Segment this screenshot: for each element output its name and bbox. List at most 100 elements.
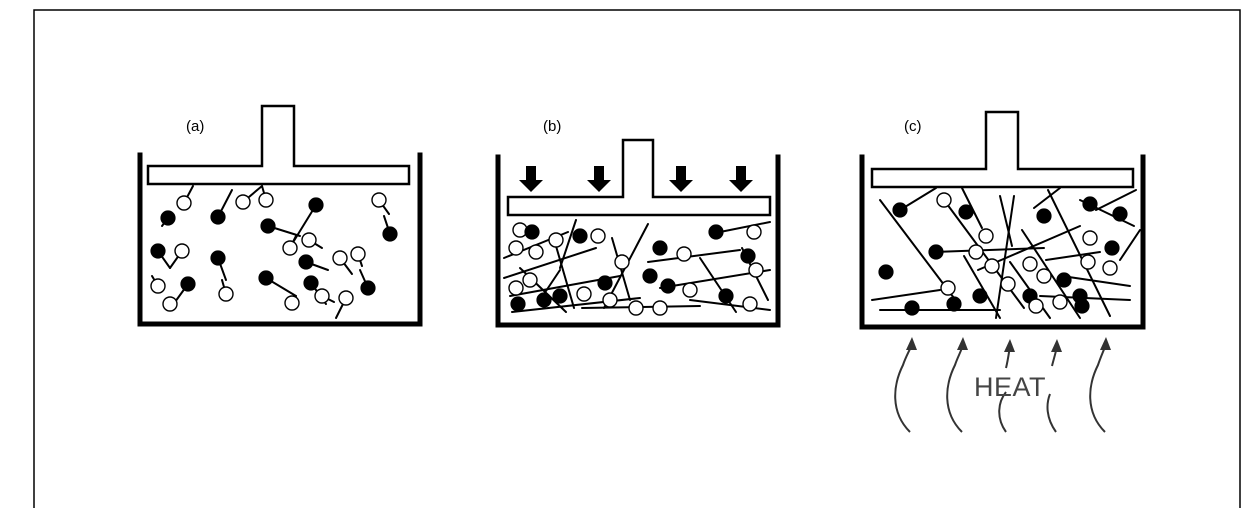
molecule-light bbox=[682, 282, 698, 298]
pressure-arrows bbox=[519, 166, 753, 192]
heat-label: HEAT bbox=[974, 372, 1046, 402]
polymer-chain bbox=[699, 257, 737, 313]
container-c bbox=[859, 154, 1146, 330]
panel-b: (b) bbox=[495, 118, 781, 328]
molecule-light bbox=[258, 192, 274, 208]
molecule-dark bbox=[946, 296, 962, 312]
molecule-light bbox=[940, 280, 956, 296]
molecule-light bbox=[508, 280, 524, 296]
polymer-chain bbox=[1045, 251, 1101, 261]
molecule-light bbox=[614, 254, 630, 270]
panel-label-b: (b) bbox=[543, 118, 561, 135]
molecule-dark bbox=[1104, 240, 1120, 256]
polymer-chain bbox=[1119, 229, 1141, 261]
molecule-light bbox=[150, 278, 166, 294]
polymer-chain bbox=[995, 195, 1015, 319]
polymer-chain bbox=[1047, 189, 1111, 317]
molecule-dark bbox=[597, 275, 613, 291]
molecule-light bbox=[282, 240, 298, 256]
molecule-light bbox=[1052, 294, 1068, 310]
molecule-light bbox=[746, 224, 762, 240]
molecule-light bbox=[314, 288, 330, 304]
molecule-dark bbox=[308, 197, 324, 213]
molecule-dark bbox=[360, 280, 376, 296]
molecule-dark bbox=[510, 296, 526, 312]
molecule-light bbox=[652, 300, 668, 316]
polymer-chain bbox=[647, 249, 741, 263]
molecule-light bbox=[576, 286, 592, 302]
molecule-light bbox=[371, 192, 387, 208]
arrowhead-icon bbox=[1051, 339, 1062, 352]
molecule-dark bbox=[928, 244, 944, 260]
piston-c bbox=[870, 110, 1135, 189]
heat-source: HEAT bbox=[894, 337, 1111, 433]
molecule-light bbox=[590, 228, 606, 244]
molecule-dark bbox=[1082, 196, 1098, 212]
molecule-light bbox=[968, 244, 984, 260]
molecule-light bbox=[1036, 268, 1052, 284]
heat-arrow-icon bbox=[1089, 343, 1107, 433]
molecule-dark bbox=[892, 202, 908, 218]
molecule-dark bbox=[652, 240, 668, 256]
molecule-dark bbox=[210, 250, 226, 266]
molecule-dark bbox=[210, 209, 226, 225]
polymer-chain bbox=[871, 289, 941, 301]
molecule-light bbox=[676, 246, 692, 262]
molecule-dark bbox=[660, 278, 676, 294]
molecule-light bbox=[332, 250, 348, 266]
polymer-chain bbox=[999, 195, 1013, 247]
container-a bbox=[137, 152, 423, 327]
piston-b bbox=[506, 138, 772, 217]
molecules-b bbox=[503, 219, 771, 316]
molecule-light bbox=[742, 296, 758, 312]
molecule-light bbox=[162, 296, 178, 312]
panel-label-c: (c) bbox=[904, 118, 922, 135]
molecule-dark bbox=[536, 292, 552, 308]
molecule-light bbox=[1080, 254, 1096, 270]
arrow-down-icon bbox=[519, 166, 543, 192]
molecule-light bbox=[176, 195, 192, 211]
panel-a: (a) bbox=[137, 104, 423, 327]
polymer-chain bbox=[503, 247, 597, 279]
polymer-chain bbox=[555, 245, 575, 309]
molecules-a bbox=[150, 185, 398, 319]
molecule-dark bbox=[708, 224, 724, 240]
molecule-dark bbox=[260, 218, 276, 234]
molecule-dark bbox=[1112, 206, 1128, 222]
molecule-dark bbox=[552, 288, 568, 304]
arrow-down-icon bbox=[669, 166, 693, 192]
molecule-dark bbox=[904, 300, 920, 316]
figure-frame bbox=[33, 9, 1241, 508]
molecule-dark bbox=[180, 276, 196, 292]
arrow-down-icon bbox=[729, 166, 753, 192]
molecule-dark bbox=[958, 204, 974, 220]
arrowhead-icon bbox=[957, 337, 968, 350]
heat-arrow-icon bbox=[946, 343, 964, 433]
molecule-dark bbox=[524, 224, 540, 240]
molecule-dark bbox=[160, 210, 176, 226]
polymer-chain bbox=[719, 221, 771, 233]
container-b bbox=[495, 154, 781, 328]
molecule-light bbox=[301, 232, 317, 248]
molecules-c bbox=[871, 187, 1141, 319]
molecule-dark bbox=[298, 254, 314, 270]
molecule-dark bbox=[1036, 208, 1052, 224]
molecule-dark bbox=[740, 248, 756, 264]
molecule-dark bbox=[150, 243, 166, 259]
molecule-light bbox=[218, 286, 234, 302]
molecule-light bbox=[1000, 276, 1016, 292]
molecule-light bbox=[1082, 230, 1098, 246]
heat-arrow-icon bbox=[894, 343, 913, 433]
molecule-light bbox=[1022, 256, 1038, 272]
molecule-light bbox=[350, 246, 366, 262]
polymer-chain bbox=[963, 255, 1001, 319]
molecule-light bbox=[338, 290, 354, 306]
molecule-light bbox=[284, 295, 300, 311]
molecule-dark bbox=[1074, 298, 1090, 314]
arrowhead-icon bbox=[906, 337, 917, 350]
molecule-light bbox=[548, 232, 564, 248]
molecule-light bbox=[984, 258, 1000, 274]
molecule-light bbox=[978, 228, 994, 244]
arrowhead-icon bbox=[1100, 337, 1111, 350]
